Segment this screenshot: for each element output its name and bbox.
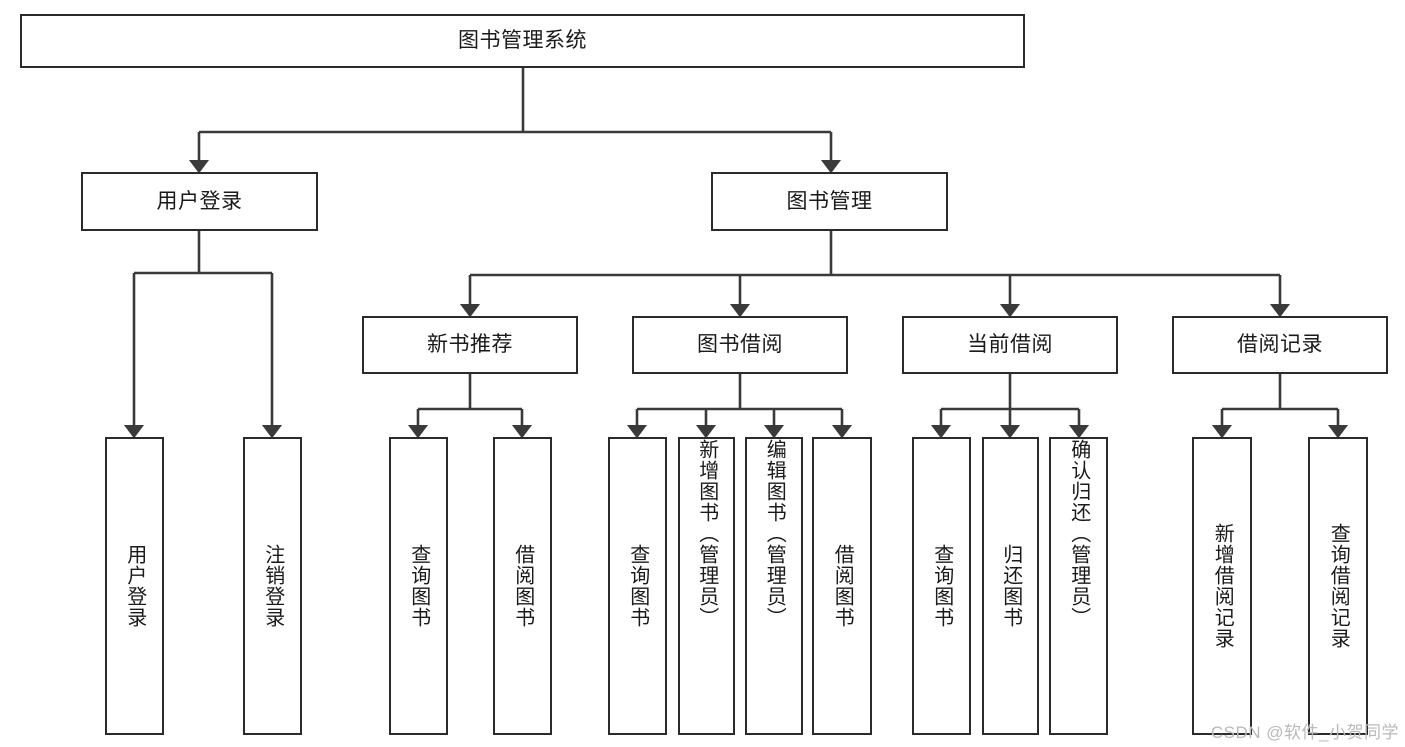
node-label: 查询图书 <box>626 544 649 628</box>
node-current-borrow[interactable]: 当前借阅 <box>902 316 1118 374</box>
node-label: 注销登录 <box>261 544 284 628</box>
node-book-manage[interactable]: 图书管理 <box>711 172 948 231</box>
node-root-system[interactable]: 图书管理系统 <box>20 14 1025 68</box>
node-label: 图书管理 <box>786 189 873 213</box>
node-label: 新增借阅记录 <box>1211 523 1234 649</box>
node-label: 当前借阅 <box>967 333 1053 357</box>
node-leaf-return-book[interactable]: 归还图书 <box>982 437 1039 735</box>
node-label: 编辑图书（管理员） <box>763 439 786 628</box>
node-leaf-add-book[interactable]: 新增图书（管理员） <box>678 437 735 735</box>
node-label: 借阅图书 <box>511 544 534 628</box>
node-label: 图书管理系统 <box>458 29 587 53</box>
node-new-book-rec[interactable]: 新书推荐 <box>362 316 578 374</box>
node-leaf-query-book-2[interactable]: 查询图书 <box>608 437 667 735</box>
node-leaf-edit-book[interactable]: 编辑图书（管理员） <box>745 437 803 735</box>
node-label: 借阅图书 <box>831 544 854 628</box>
node-label: 归还图书 <box>999 544 1022 628</box>
watermark: CSDN @软件_小贺同学 <box>1210 723 1399 742</box>
node-label: 图书借阅 <box>697 333 783 357</box>
node-book-borrow[interactable]: 图书借阅 <box>632 316 848 374</box>
node-leaf-user-login[interactable]: 用户登录 <box>105 437 164 735</box>
node-label: 确认归还（管理员） <box>1067 439 1090 628</box>
node-label: 新书推荐 <box>427 333 513 357</box>
node-leaf-query-book-1[interactable]: 查询图书 <box>389 437 448 735</box>
node-leaf-borrow-book-2[interactable]: 借阅图书 <box>812 437 872 735</box>
node-label: 查询图书 <box>407 544 430 628</box>
node-label: 用户登录 <box>156 189 243 213</box>
node-label: 新增图书（管理员） <box>695 439 718 628</box>
node-leaf-query-record[interactable]: 查询借阅记录 <box>1308 437 1368 735</box>
node-label: 借阅记录 <box>1237 333 1323 357</box>
node-user-login[interactable]: 用户登录 <box>81 172 318 231</box>
node-label: 查询图书 <box>930 544 953 628</box>
node-borrow-record[interactable]: 借阅记录 <box>1172 316 1388 374</box>
node-label: 查询借阅记录 <box>1327 523 1350 649</box>
node-leaf-user-logout[interactable]: 注销登录 <box>243 437 302 735</box>
node-leaf-add-record[interactable]: 新增借阅记录 <box>1192 437 1252 735</box>
node-leaf-query-book-3[interactable]: 查询图书 <box>912 437 971 735</box>
node-label: 用户登录 <box>123 544 146 628</box>
node-leaf-borrow-book-1[interactable]: 借阅图书 <box>493 437 552 735</box>
node-leaf-confirm-return[interactable]: 确认归还（管理员） <box>1049 437 1108 735</box>
